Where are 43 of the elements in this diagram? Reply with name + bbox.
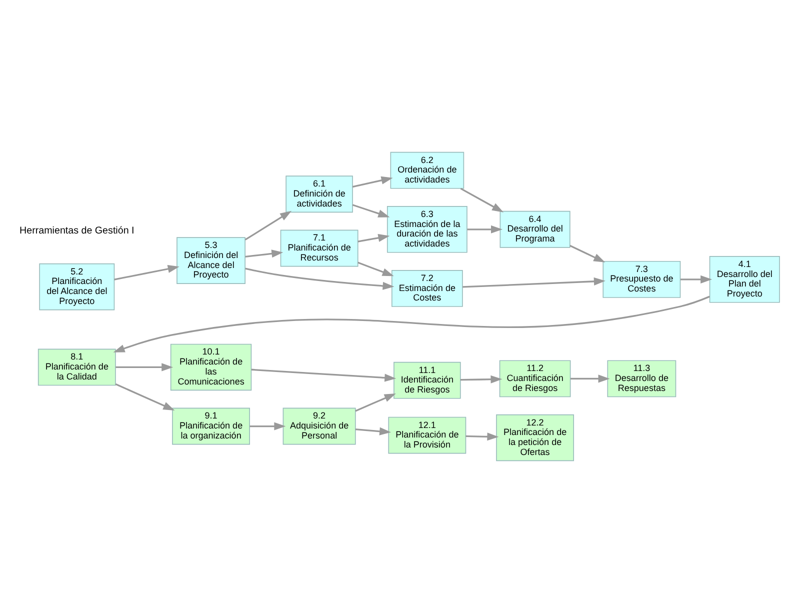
arrow bbox=[570, 374, 610, 382]
node-box: 8.1 Planificación de la Calidad bbox=[38, 348, 116, 386]
node-box: 9.1 Planificación de la organización bbox=[172, 407, 250, 444]
arrow bbox=[114, 264, 180, 280]
arrow bbox=[466, 432, 499, 440]
arrow bbox=[462, 276, 606, 288]
arrow bbox=[460, 374, 502, 383]
arrow bbox=[115, 382, 175, 410]
arrow bbox=[352, 204, 390, 217]
node-box: 6.2 Ordenación de actividades bbox=[390, 151, 464, 188]
node-box: 7.1 Planificación de Recursos bbox=[280, 229, 358, 266]
node-box: 4.1 Desarrollo del Plan del Proyecto bbox=[709, 256, 780, 302]
arrow bbox=[355, 392, 396, 412]
node-box: 5.3 Definición del Alcance del Proyecto bbox=[176, 236, 246, 284]
arrow bbox=[680, 274, 712, 283]
node-box: 11.2 Cuantificación de Riesgos bbox=[499, 360, 571, 397]
arrow bbox=[244, 210, 292, 240]
arrow bbox=[358, 261, 394, 276]
arrow bbox=[355, 426, 392, 435]
arrow bbox=[245, 267, 394, 290]
label: Herramientas de Gestión I bbox=[20, 225, 134, 236]
arrow bbox=[116, 362, 174, 371]
arrow bbox=[358, 233, 390, 242]
node-box: 6.4 Desarrollo del Programa bbox=[500, 210, 570, 248]
node-box: 9.2 Adquisición de Personal bbox=[282, 407, 356, 444]
arrow bbox=[570, 244, 606, 262]
node-box: 7.3 Presupuesto de Costes bbox=[602, 260, 681, 298]
arrow bbox=[460, 187, 504, 212]
node-box: 6.1 Definición de actividades bbox=[286, 175, 353, 212]
node-box: 12.1 Planificación de la Provisión bbox=[388, 416, 466, 454]
arrow bbox=[251, 368, 396, 382]
arrow bbox=[245, 249, 284, 258]
node-box: 7.2 Estimación de Costes bbox=[391, 270, 463, 306]
node-box: 6.3 Estimación de la duración de las actividades bbox=[386, 206, 468, 252]
node-box: 11.1 Identificación de Riesgos bbox=[394, 361, 461, 398]
node-box: 10.1 Planificación de las Comunicaciones bbox=[170, 343, 252, 390]
arrow bbox=[250, 422, 286, 430]
arrow bbox=[113, 295, 710, 352]
arrow bbox=[467, 224, 502, 233]
node-box: 11.3 Desarrollo de Respuestas bbox=[607, 360, 676, 397]
node-box: 12.2 Planificación de la petición de Ofertas bbox=[496, 414, 574, 461]
arrow bbox=[352, 176, 393, 188]
node-box: 5.2 Planificación del Alcance del Proyecto bbox=[39, 262, 115, 310]
